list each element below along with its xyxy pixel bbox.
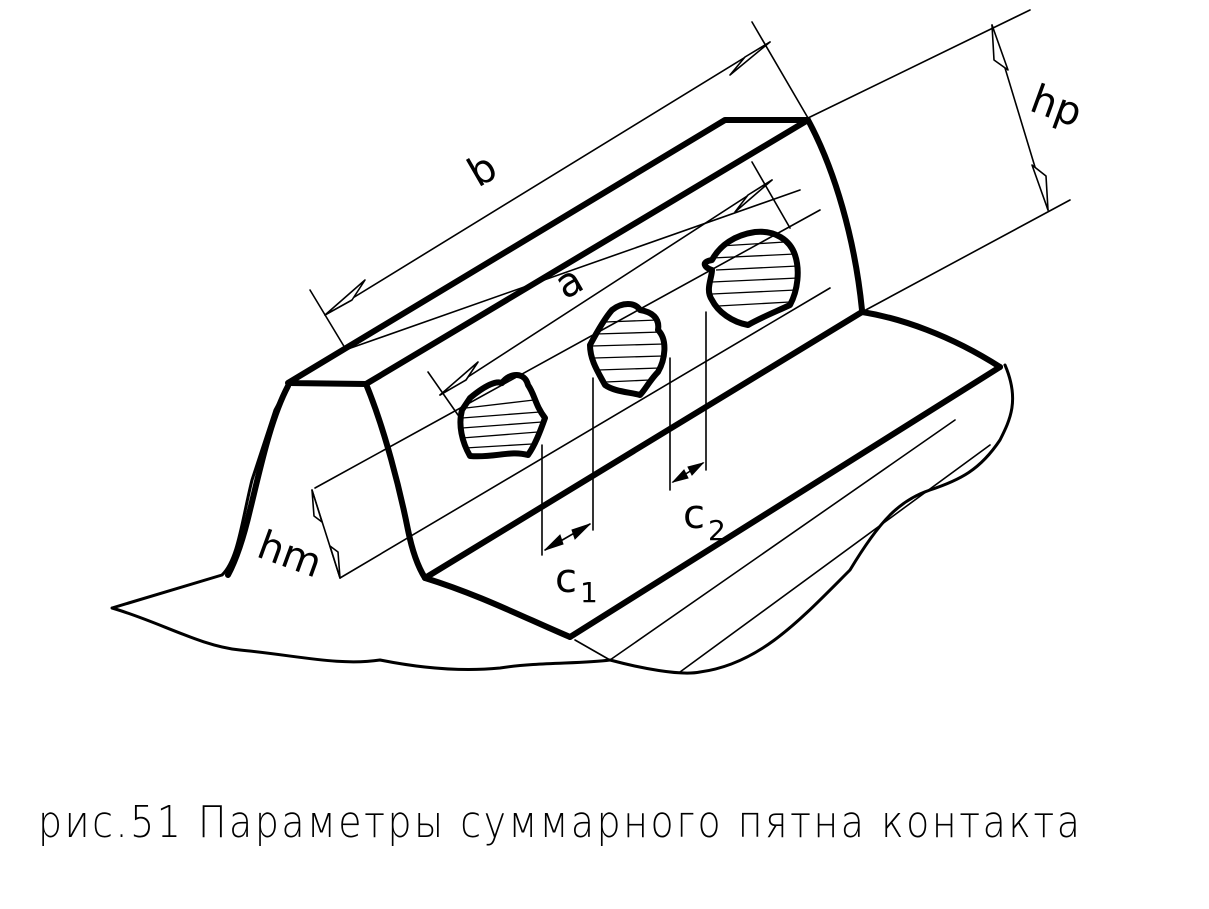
arrow-c2-left [671,469,689,483]
parallel-line-mid [314,209,821,489]
label-b: b [460,144,505,197]
label-c2: c [683,492,705,538]
ground-outline [110,363,1015,675]
label-c2-subscript: 2 [708,514,726,547]
arrow-hp-top [991,24,1009,71]
tread-right-base-curve [859,309,1003,370]
hatch-patch-1 [461,399,543,449]
tread-bottom-edge [422,309,865,581]
label-hm: hm [252,522,328,587]
arrow-b-right [729,41,771,76]
arrow-c1-left [544,534,564,551]
label-hp: hp [1025,76,1088,137]
a-extension-right [751,161,791,229]
hatch-patch-2 [591,319,665,383]
arrow-hm-top [311,489,323,523]
hp-extension-top [807,9,1031,119]
label-c1: c [555,556,577,602]
hatch-patch-3 [711,241,799,307]
dim-line-a [439,179,773,396]
arrow-a-right [734,179,773,213]
contact-patch-2 [587,301,668,398]
arrow-c1-right [571,523,591,540]
arrow-b-left [324,279,366,316]
arrow-hm-bottom [329,545,341,579]
b-extension-left [309,289,346,349]
groove-line-2 [679,444,991,673]
groove-line-1 [609,419,956,661]
tread-front-left-curve [225,383,291,578]
label-c1-subscript: 1 [580,576,598,609]
tread-top-face [285,117,811,387]
dim-line-b [324,41,771,316]
tread-base-curve [422,575,573,640]
groove-line-3 [574,639,611,661]
tread-base-long-edge [567,364,1003,640]
arrow-c2-right [687,462,705,476]
tread-right-edge [805,117,865,313]
parallel-line-low [339,287,831,579]
tread-front-left-edge [363,381,428,581]
arrow-hp-bottom [1031,164,1049,211]
contact-patch-3 [701,228,801,328]
arrow-a-left [439,361,479,396]
contact-patch-1 [457,372,548,460]
parallel-line-top [344,189,801,351]
figure-caption: рис.51 Параметры суммарного пятна контак… [38,797,1083,848]
hp-extension-bottom [861,199,1071,313]
b-extension-right [751,21,809,119]
